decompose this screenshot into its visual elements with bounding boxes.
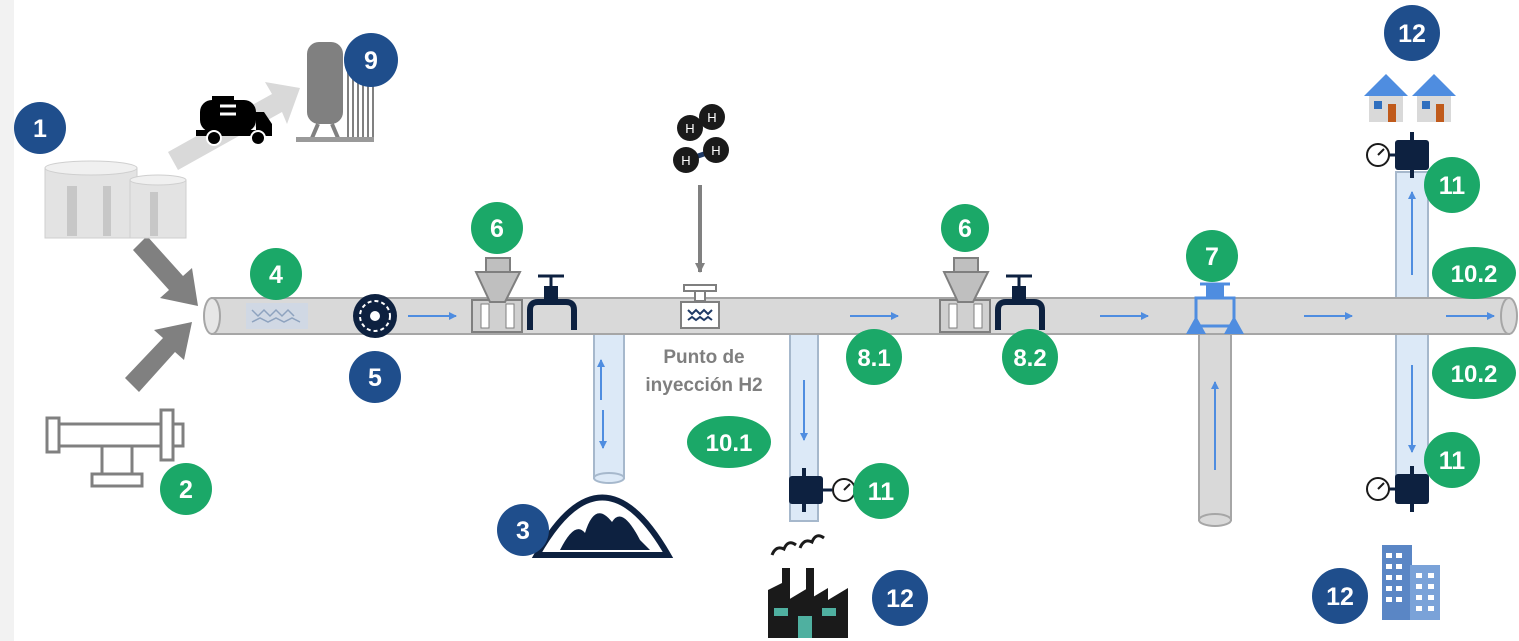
storage-tanks-icon [44,160,187,239]
underground-storage-icon [531,494,674,558]
pressure-gauge-icon [1366,477,1390,501]
filter-icon [246,303,308,329]
left-edge [0,0,14,641]
pressure-gauge-icon [832,478,856,502]
injection-label-line2: inyección H2 [645,375,762,396]
badge-12-label: 12 [886,585,914,613]
hydrogen-molecule-icon: H H H H [673,104,729,173]
flow-meter-icon [1387,466,1429,512]
badge-11-bottom: 11 [1424,432,1480,488]
badge-9-label: 9 [364,47,378,75]
badge-2: 2 [160,463,212,515]
badge-11-industry: 11 [853,463,909,519]
turbine-meter-icon [353,294,397,338]
badge-11-label: 11 [1439,447,1466,475]
tanker-truck-icon [196,96,272,146]
badge-12-label: 12 [1398,20,1426,48]
badge-6-first: 6 [471,202,523,254]
badge-10-2-label: 10.2 [1451,361,1498,388]
distribution-valve-icon [1186,282,1244,334]
badge-10-1: 10.1 [687,416,771,468]
badge-1: 1 [14,102,66,154]
badge-2-label: 2 [179,476,193,504]
badge-12-label: 12 [1326,583,1354,611]
badge-11-top: 11 [1424,157,1480,213]
factory-icon [768,534,848,638]
badge-8-1-label: 8.1 [857,345,890,372]
pressure-regulator-icon [939,257,991,333]
badge-4: 4 [250,248,302,300]
badge-12-residential: 12 [1384,5,1440,61]
branch-pipe-commercial [1395,314,1429,477]
badge-10-2-label: 10.2 [1451,261,1498,288]
office-building-icon [1382,545,1440,620]
supply-arrow-tanks [133,236,198,306]
badge-7-label: 7 [1205,243,1219,271]
badge-10-2-top: 10.2 [1432,247,1516,299]
supply-arrow-tee [125,322,192,392]
pressure-gauge-icon [1366,143,1390,167]
injection-label-line1: Punto de [663,347,744,368]
badge-6-label: 6 [490,215,504,243]
badge-3-label: 3 [516,517,530,545]
badge-8-2-label: 8.2 [1013,345,1046,372]
badge-9: 9 [344,33,398,87]
badge-10-2-bottom: 10.2 [1432,347,1516,399]
branch-pipe-input [1198,315,1232,527]
pipe-tee-icon [45,408,185,488]
badge-12-building: 12 [1312,568,1368,624]
flow-meter-icon [789,468,832,512]
hydrogen-atom-label: H [685,121,694,136]
badge-6-label: 6 [958,215,972,243]
valve-icon [527,274,577,330]
hydrogen-atom-label: H [707,110,716,125]
badge-11-label: 11 [868,478,895,506]
badge-4-label: 4 [269,261,283,289]
badge-6-second: 6 [941,204,989,252]
badge-5: 5 [349,351,401,403]
valve-icon [995,274,1045,330]
badge-12-factory: 12 [872,570,928,626]
branch-pipe-storage [593,315,625,484]
badge-7: 7 [1186,230,1238,282]
badge-11-label: 11 [1439,172,1466,200]
badge-8-2: 8.2 [1002,329,1058,385]
branch-pipe-residential [1395,171,1429,313]
hydrogen-atom-label: H [711,143,720,158]
badge-1-label: 1 [33,115,47,143]
badge-3: 3 [497,504,549,556]
hydrogen-atom-label: H [681,153,690,168]
houses-icon [1364,74,1456,122]
badge-8-1: 8.1 [846,329,902,385]
badge-5-label: 5 [368,364,382,392]
badge-10-1-label: 10.1 [706,430,753,457]
pressure-regulator-icon [471,257,523,333]
injection-mixer-icon [680,284,720,329]
